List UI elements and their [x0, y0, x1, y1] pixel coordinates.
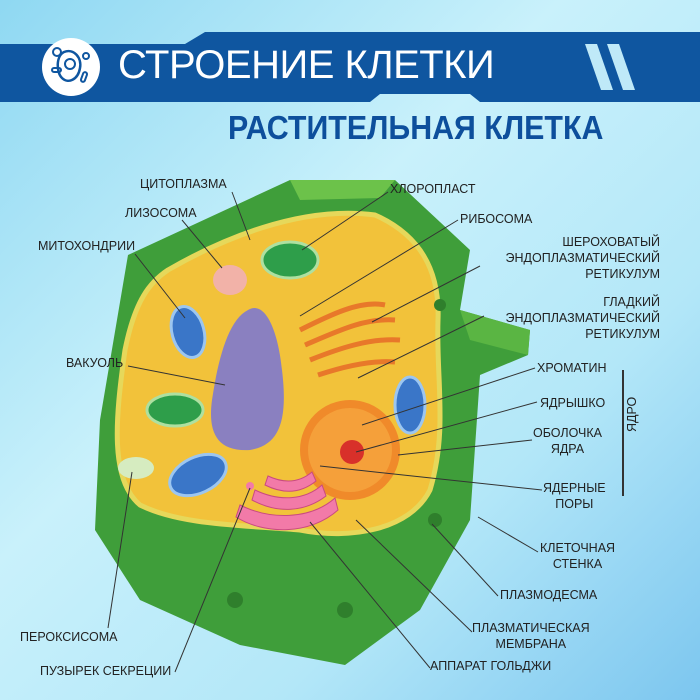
nucleolus [340, 440, 364, 464]
label-line: МЕМБРАНА [495, 637, 567, 651]
label-smooth-er: ГЛАДКИЙ ЭНДОПЛАЗМАТИЧЕСКИЙ РЕТИКУЛУМ [506, 294, 660, 342]
label-line: РЕТИКУЛУМ [585, 327, 660, 341]
label-line: ЯДЕРНЫЕ [543, 481, 606, 495]
chloroplast [260, 240, 320, 280]
label-plasmodesma: ПЛАЗМОДЕСМА [500, 588, 598, 602]
label-mitochondria: МИТОХОНДРИИ [38, 239, 136, 253]
label-line: СТЕНКА [552, 557, 603, 571]
label-line: ОБОЛОЧКА [533, 426, 602, 440]
label-nucleolus: ЯДРЫШКО [540, 396, 606, 410]
label-secretory-vesicle: ПУЗЫРЕК СЕКРЕЦИИ [40, 664, 172, 678]
label-plasma-membrane: ПЛАЗМАТИЧЕСКАЯ МЕМБРАНА [472, 620, 590, 652]
label-chloroplast: ХЛОРОПЛАСТ [390, 182, 476, 196]
secretory-vesicle [246, 482, 254, 490]
label-line: РЕТИКУЛУМ [585, 267, 660, 281]
label-vacuole: ВАКУОЛЬ [66, 356, 124, 370]
label-line: ГЛАДКИЙ [603, 295, 660, 309]
label-cytoplasm: ЦИТОПЛАЗМА [140, 177, 227, 191]
golgi-apparatus [235, 471, 339, 531]
endoplasmic-reticulum [298, 301, 401, 378]
label-line: ЯДРА [550, 442, 585, 456]
poster-subtitle: РАСТИТЕЛЬНАЯ КЛЕТКА [228, 109, 604, 146]
label-ribosome: РИБОСОМА [460, 212, 533, 226]
label-golgi: АППАРАТ ГОЛЬДЖИ [430, 659, 552, 673]
label-nuclear-envelope: ОБОЛОЧКА ЯДРА [533, 425, 602, 457]
peroxisome [118, 457, 154, 479]
label-rough-er: ШЕРОХОВАТЫЙ ЭНДОПЛАЗМАТИЧЕСКИЙ РЕТИКУЛУМ [506, 234, 660, 282]
label-nucleus: ЯДРО [625, 396, 639, 432]
label-line: КЛЕТОЧНАЯ [540, 541, 616, 555]
label-line: ЭНДОПЛАЗМАТИЧЕСКИЙ [505, 251, 660, 265]
label-line: ПОРЫ [555, 497, 594, 511]
decorative-stripes [585, 44, 635, 90]
label-nuclear-pores: ЯДЕРНЫЕ ПОРЫ [543, 480, 606, 512]
poster-title: СТРОЕНИЕ КЛЕТКИ [118, 43, 495, 87]
cell-icon [42, 38, 100, 96]
label-chromatin: ХРОМАТИН [537, 361, 607, 375]
label-lysosome: ЛИЗОСОМА [125, 206, 197, 220]
label-line: ЭНДОПЛАЗМАТИЧЕСКИЙ [505, 311, 660, 325]
mitochondrion [169, 305, 207, 359]
label-line: ШЕРОХОВАТЫЙ [562, 235, 660, 249]
label-peroxisome: ПЕРОКСИСОМА [20, 630, 118, 644]
vacuole [210, 308, 284, 451]
label-line: ПЛАЗМАТИЧЕСКАЯ [472, 621, 590, 635]
label-cell-wall: КЛЕТОЧНАЯ СТЕНКА [540, 540, 615, 572]
lysosome [213, 265, 247, 295]
